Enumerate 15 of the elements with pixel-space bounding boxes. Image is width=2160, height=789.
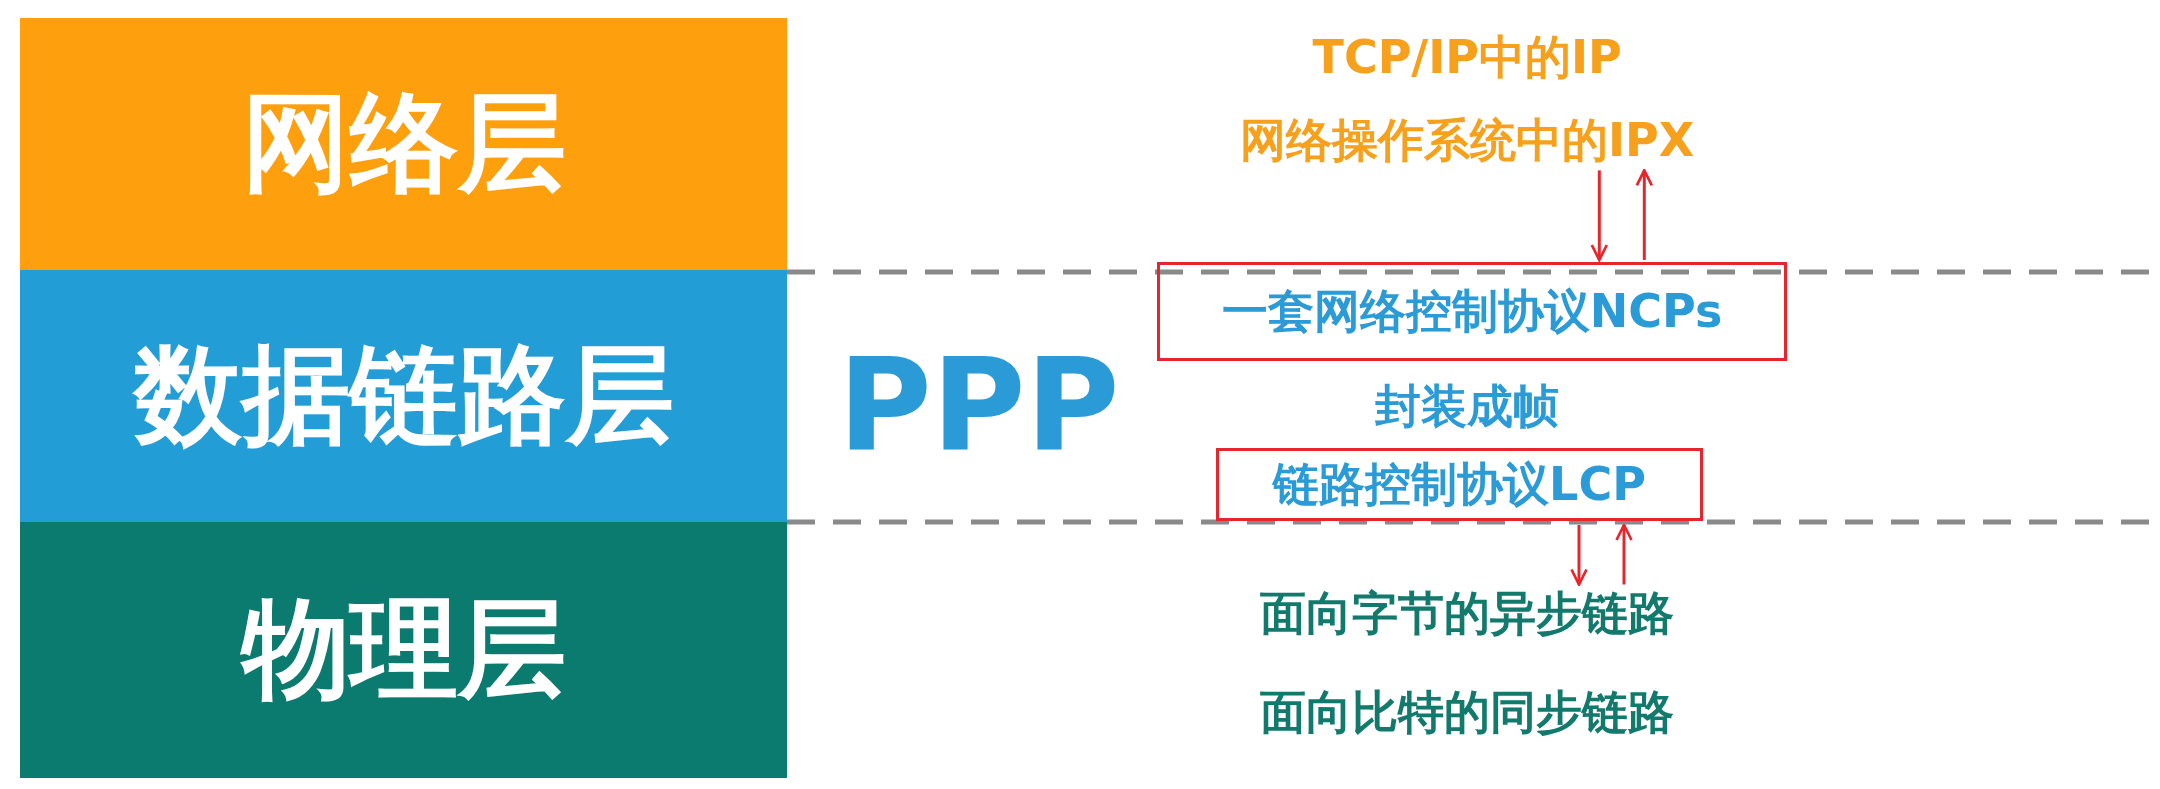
link-type-label: 面向字节的异步链路 — [1260, 586, 1674, 640]
layer-band: 网络层 — [20, 18, 787, 270]
arrow — [1570, 525, 1588, 586]
link-type-label: 面向比特的同步链路 — [1260, 685, 1674, 739]
arrow — [1635, 169, 1654, 260]
protocol-label: TCP/IP中的IP — [1312, 30, 1622, 84]
layer-band: 数据链路层 — [20, 270, 787, 522]
highlight-frame: 一套网络控制协议NCPs — [1157, 262, 1787, 361]
protocol-label: 网络操作系统中的IPX — [1240, 113, 1695, 167]
arrow — [1590, 170, 1609, 262]
protocol-title: PPP — [838, 331, 1120, 479]
arrow — [1615, 523, 1633, 585]
layer-band: 物理层 — [20, 522, 787, 778]
function-label: 封装成帧 — [1375, 379, 1559, 433]
highlight-frame: 链路控制协议LCP — [1216, 448, 1703, 521]
